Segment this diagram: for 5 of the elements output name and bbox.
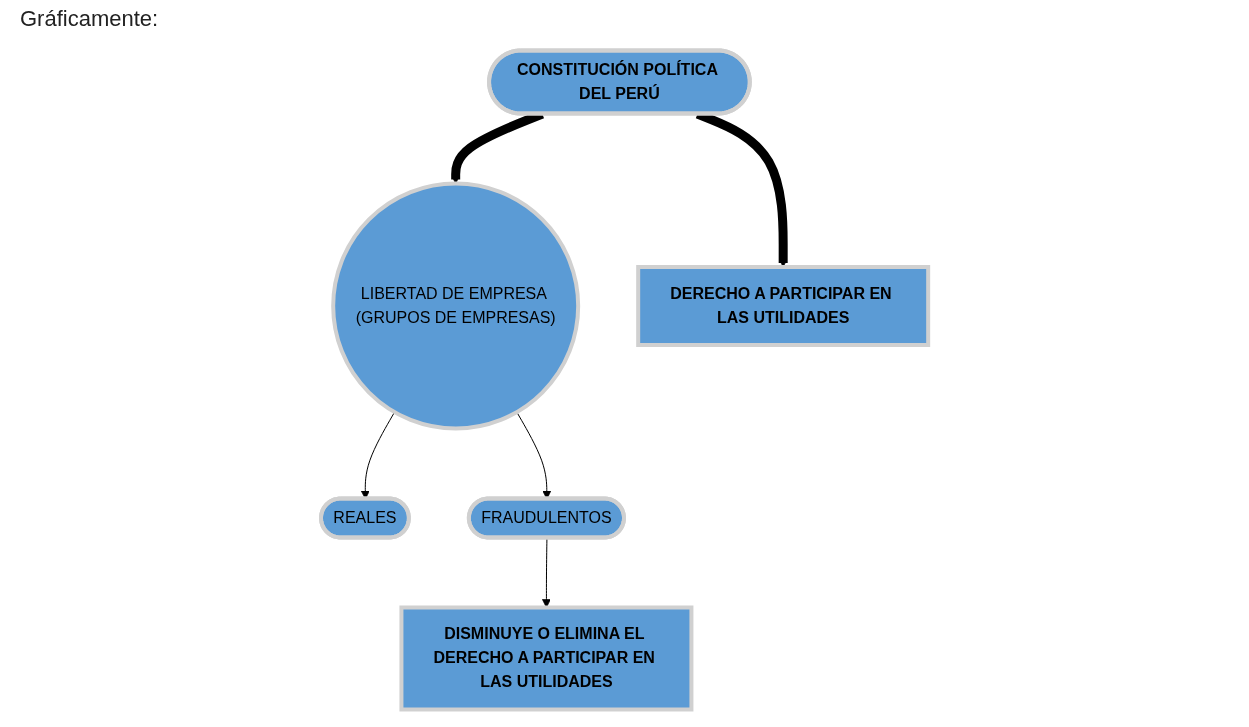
node-circle: LIBERTAD DE EMPRESA (GRUPOS DE EMPRESAS) (331, 181, 581, 431)
node-box: DERECHO A PARTICIPAR EN LAS UTILIDADES (636, 265, 931, 347)
arrow (541, 537, 551, 608)
node-box: DISMINUYE O ELIMINA EL DERECHO A PARTICIPAR EN LAS UTILIDADES (399, 605, 694, 712)
intro-text: Gráficamente: (20, 6, 159, 32)
